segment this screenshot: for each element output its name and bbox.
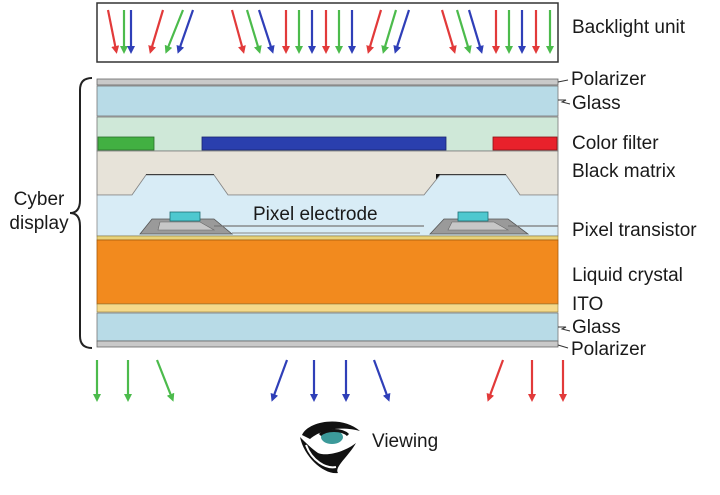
layer-glass-bottom bbox=[96, 312, 559, 342]
layer-glass-top bbox=[96, 85, 559, 117]
backlight-ray bbox=[148, 9, 165, 54]
label-cyber-line1: Cyber bbox=[13, 189, 65, 210]
eye-icon bbox=[300, 421, 360, 474]
filter-red bbox=[492, 136, 558, 151]
backlight-ray bbox=[257, 9, 275, 54]
backlight-ray bbox=[164, 9, 185, 54]
backlight-ray bbox=[366, 9, 383, 54]
output-ray bbox=[155, 359, 175, 402]
output-ray bbox=[270, 359, 289, 402]
backlight-ray bbox=[176, 9, 195, 54]
filter-green bbox=[97, 136, 155, 151]
backlight-unit bbox=[96, 2, 559, 63]
label-glass-bottom: Glass bbox=[572, 317, 621, 338]
layer-liquid-crystal bbox=[96, 239, 559, 305]
output-ray bbox=[486, 359, 505, 402]
transistor-gate-right bbox=[457, 211, 489, 222]
label-liquid-crystal: Liquid crystal bbox=[572, 265, 683, 286]
label-glass-top: Glass bbox=[572, 93, 621, 114]
transistor-gate-left bbox=[169, 211, 201, 222]
backlight-ray bbox=[381, 9, 398, 54]
label-pixel-electrode: Pixel electrode bbox=[253, 204, 378, 225]
filter-blue bbox=[201, 136, 447, 151]
backlight-ray bbox=[245, 9, 262, 54]
label-ito: ITO bbox=[572, 294, 604, 315]
layer-ito bbox=[96, 303, 559, 313]
layer-stack bbox=[96, 78, 559, 348]
layer-polarizer-bottom bbox=[96, 340, 559, 348]
output-ray bbox=[372, 359, 391, 402]
label-viewing: Viewing bbox=[372, 431, 439, 452]
layer-polarizer-top bbox=[96, 78, 559, 86]
label-pixel-transistor: Pixel transistor bbox=[572, 220, 697, 241]
label-leaders bbox=[557, 79, 571, 349]
backlight-arrows bbox=[106, 9, 554, 54]
label-polarizer-top: Polarizer bbox=[571, 69, 646, 90]
backlight-ray bbox=[455, 9, 472, 54]
label-black-matrix: Black matrix bbox=[572, 161, 676, 182]
label-cyber-display: Cyber display bbox=[2, 188, 76, 236]
backlight-ray bbox=[440, 9, 457, 54]
backlight-ray bbox=[230, 9, 246, 54]
label-color-filter: Color filter bbox=[572, 133, 659, 154]
backlight-ray bbox=[106, 9, 120, 54]
backlight-ray bbox=[393, 9, 411, 54]
label-polarizer-bottom: Polarizer bbox=[571, 339, 646, 360]
output-arrows bbox=[93, 359, 567, 402]
label-backlight-unit: Backlight unit bbox=[572, 17, 686, 38]
backlight-ray bbox=[467, 9, 484, 54]
label-cyber-line2: display bbox=[9, 213, 69, 234]
cyber-display-brace bbox=[69, 77, 93, 349]
